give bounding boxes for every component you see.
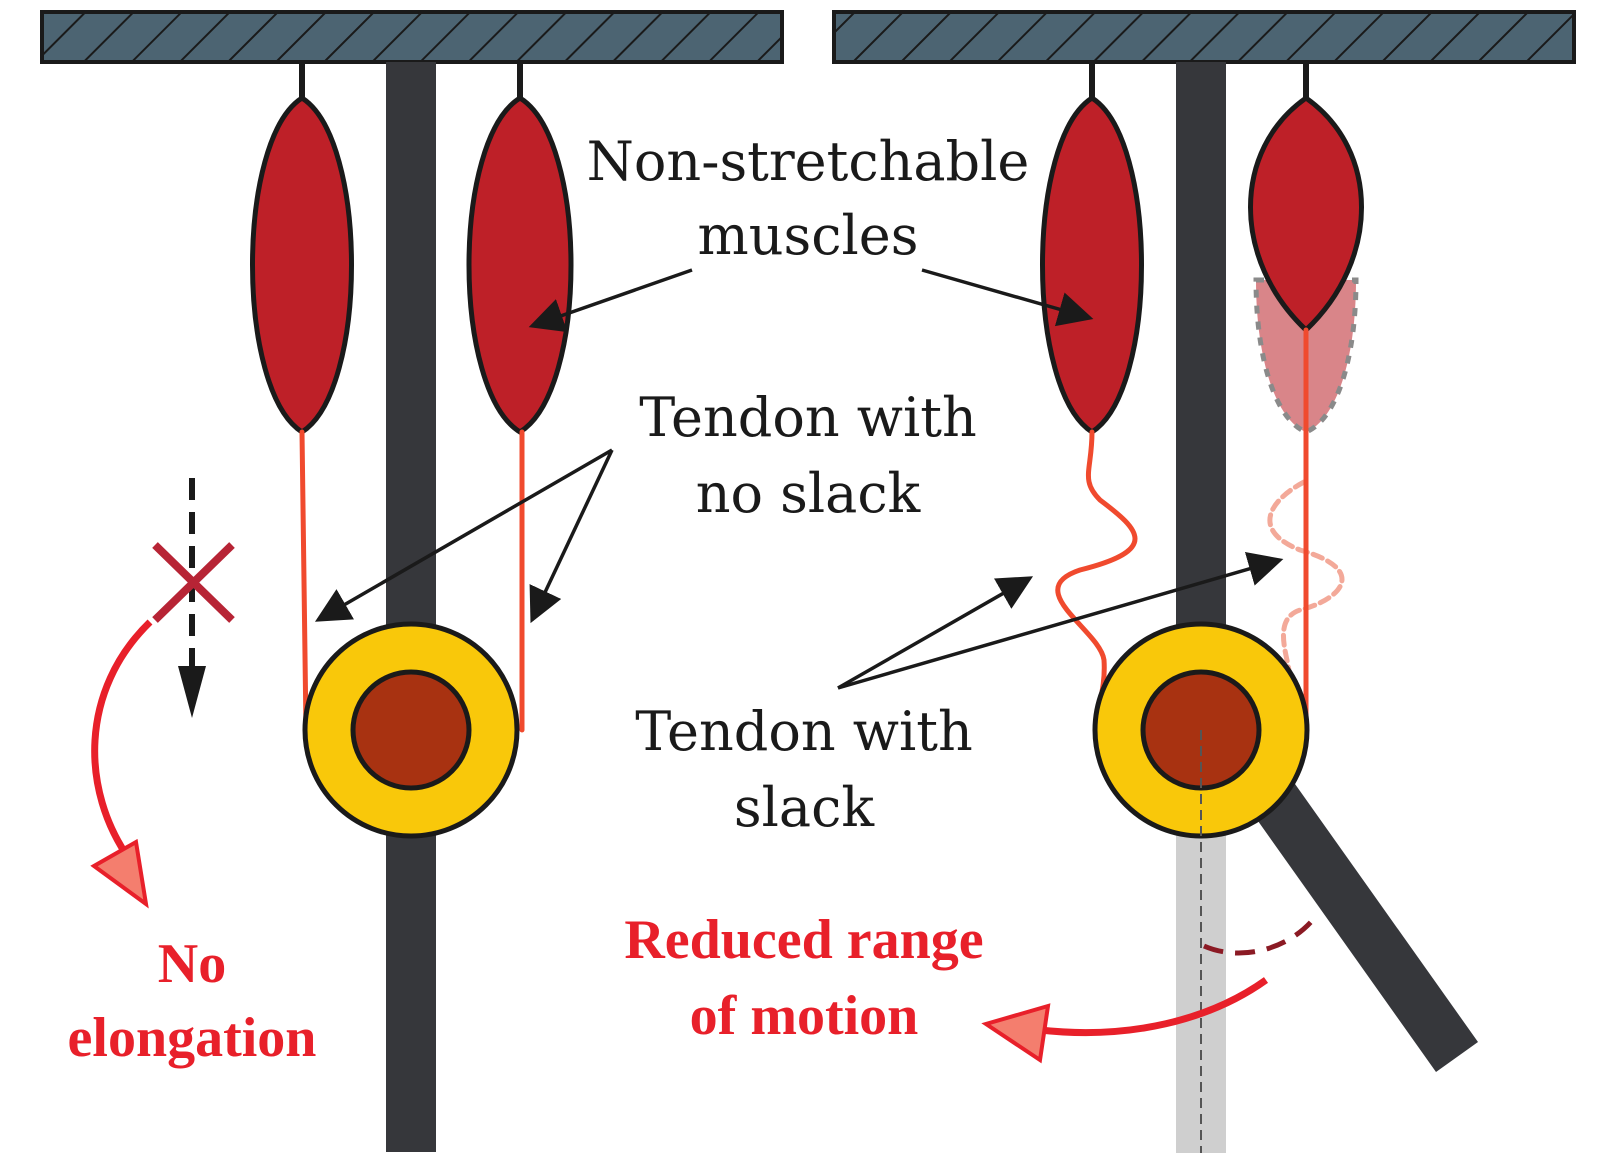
label-no-elongation-line2: elongation bbox=[68, 1007, 317, 1069]
right-tendon-ghost-slack bbox=[1267, 479, 1345, 683]
left-bone bbox=[386, 62, 436, 1152]
label-reduced-line2: of motion bbox=[690, 985, 919, 1047]
reduced-motion-arrowhead bbox=[981, 1003, 1051, 1064]
labels: Non-stretchable muscles Tendon with no s… bbox=[68, 130, 1030, 1069]
label-reduced-line1: Reduced range bbox=[624, 909, 983, 971]
arrow-to-right-muscle bbox=[921, 268, 1094, 327]
right-rotated-bone bbox=[1236, 760, 1478, 1072]
reduced-motion-arrow bbox=[1039, 977, 1269, 1037]
left-muscle-2-shape bbox=[466, 95, 574, 435]
right-tendon-slack bbox=[1055, 429, 1138, 733]
arrow-to-left-tendon-1 bbox=[314, 448, 613, 622]
left-tendon-1 bbox=[299, 429, 309, 733]
right-muscle-1 bbox=[1040, 95, 1144, 435]
left-muscle-1 bbox=[250, 95, 354, 435]
arrow-to-left-tendon-2 bbox=[529, 449, 614, 624]
label-muscles-line1: Non-stretchable bbox=[587, 130, 1030, 193]
right-upper-bone bbox=[1176, 62, 1226, 702]
label-no-elongation-line1: No bbox=[158, 933, 226, 995]
label-tendon-noslack-line2: no slack bbox=[696, 462, 922, 525]
left-ceiling bbox=[40, 10, 784, 64]
arrow-to-left-muscle bbox=[528, 268, 693, 333]
left-panel bbox=[40, 10, 784, 1152]
arrow-to-slack-tendon-2 bbox=[837, 551, 1284, 690]
right-panel bbox=[832, 10, 1576, 1153]
elongation-arrowhead bbox=[178, 666, 206, 718]
label-tendon-slack-line1: Tendon with bbox=[635, 700, 973, 763]
angle-arc-dashed bbox=[1202, 914, 1318, 956]
right-ceiling bbox=[832, 10, 1576, 64]
label-tendon-noslack-line1: Tendon with bbox=[639, 386, 977, 449]
label-tendon-slack-line2: slack bbox=[734, 776, 875, 839]
no-elongation-curve-arrow bbox=[91, 619, 153, 863]
cross-mark-b bbox=[152, 542, 235, 623]
label-muscles-line2: muscles bbox=[698, 204, 919, 267]
left-joint-inner bbox=[350, 669, 472, 791]
arrow-to-slack-tendon-1 bbox=[837, 576, 1034, 690]
no-elongation-curve-arrowhead bbox=[90, 838, 149, 909]
